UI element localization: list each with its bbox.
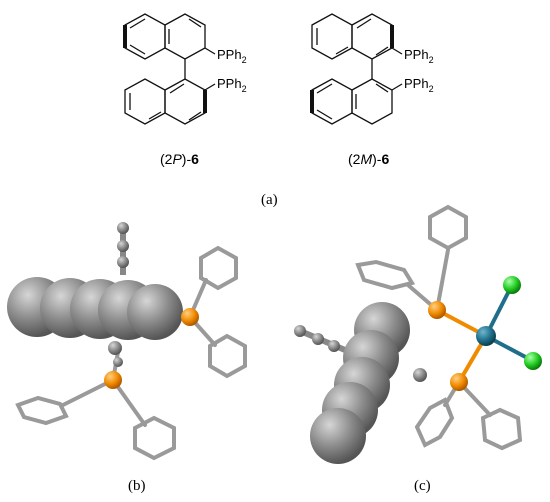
pph2-bottom-left: PPh2 <box>217 76 247 94</box>
caption-2m-6: (2M)-6 <box>348 151 389 167</box>
panel-c-label: (c) <box>414 478 431 494</box>
panel-b-label: (b) <box>128 478 146 494</box>
structure-2p-6 <box>123 13 216 125</box>
caption-2p-6: (2P)-6 <box>160 151 199 167</box>
pph2-top-left: PPh2 <box>217 47 247 65</box>
pph2-bottom-right: PPh2 <box>404 76 434 94</box>
model-c <box>294 204 542 464</box>
structure-2m-6 <box>310 13 403 125</box>
pph2-top-right: PPh2 <box>404 47 434 65</box>
model-b <box>7 222 247 461</box>
panel-a-label: (a) <box>261 192 278 208</box>
